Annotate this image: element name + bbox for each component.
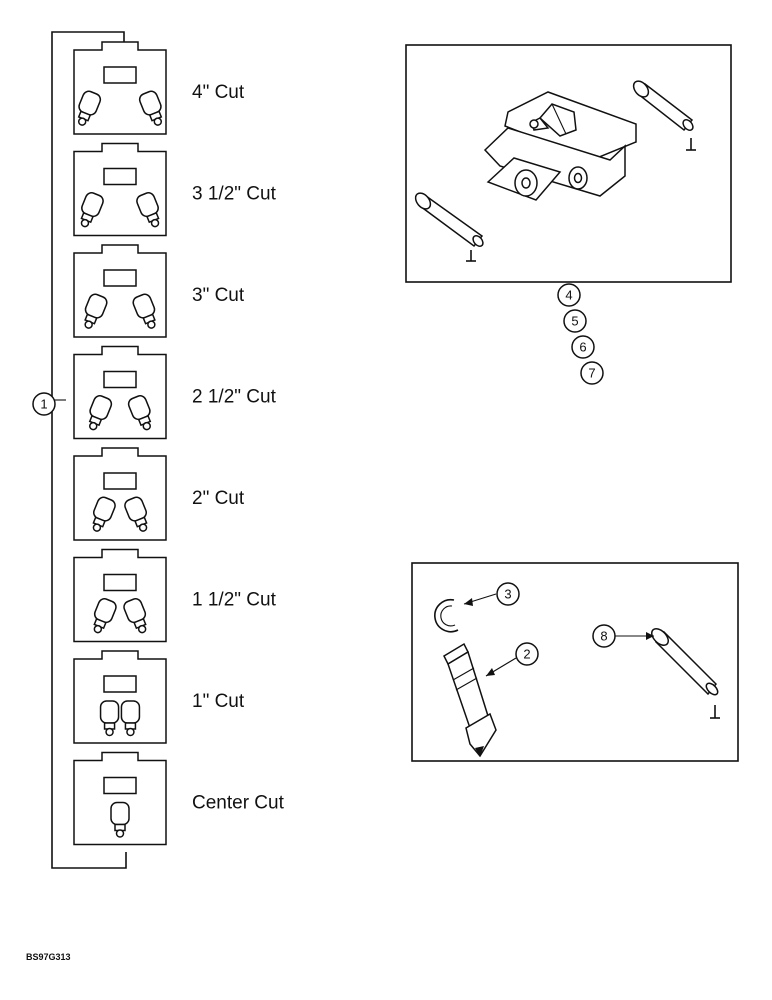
callout-5: 5 [563,309,587,333]
pick-icon [123,598,147,634]
cutter-block [73,751,167,846]
cut-label: 3" Cut [192,285,245,306]
block-slot [103,167,137,186]
cut-label: 2" Cut [192,488,245,509]
block-slot [103,269,137,287]
cut-label: Center Cut [192,793,285,814]
linkage-pin-lower [414,192,484,262]
cut-row: 4" Cut [73,41,245,135]
block-slot [103,472,137,490]
pick-icon [110,801,130,838]
callout-8: 8 [592,624,616,648]
linkage-pin-upper [632,80,696,151]
block-slot [103,370,137,389]
cut-row: 3 1/2" Cut [73,142,277,237]
callout-3: 3 [496,582,520,606]
cutter-block [73,345,167,440]
callout-number-4: 4 [565,288,572,303]
callout-number-6: 6 [579,340,586,355]
pick-icon [136,192,160,228]
callout-7: 7 [580,361,604,385]
pick-icon [132,293,156,329]
cut-label: 1 1/2" Cut [192,590,277,611]
hardware-detail: 3 2 8 [411,562,739,762]
callout-2: 2 [515,642,539,666]
pick-icon [138,90,163,126]
cut-row: 1" Cut [73,650,245,744]
cut-row: 2" Cut [73,447,245,541]
block-slot [103,66,137,84]
pick-icon [120,700,141,737]
linkage-callouts: 4 5 6 7 [557,283,604,385]
callout-number-7: 7 [588,366,595,381]
main-bracket [51,31,127,869]
callout-number-5: 5 [571,314,578,329]
pick-icon [92,496,116,532]
cut-row: 2 1/2" Cut [73,345,277,440]
cut-label: 1" Cut [192,691,245,712]
callout-6: 6 [571,335,595,359]
pick-icon [124,496,148,532]
pick-icon [88,395,113,431]
retainer-ring [434,598,459,633]
pick-tooth [443,642,497,758]
pick-icon [127,395,152,431]
cutter-block [73,650,167,744]
cut-label: 3 1/2" Cut [192,184,277,205]
pick-icon [80,192,104,228]
figure-code: BS97G313 [26,952,71,962]
cutter-block [73,548,167,643]
callout-number-1: 1 [40,397,47,412]
hitch-pin [651,628,720,719]
block-slot [103,573,137,592]
callout-1: 1 [32,392,56,416]
block-slot [103,776,137,795]
cut-row: Center Cut [73,751,285,846]
pick-icon [84,293,108,329]
pick-icon [99,700,120,737]
cut-settings-list: 4" Cut 3 1/2" Cut 3" Cut 2 1/2" Cut 2" Cut 1 … [73,41,285,846]
pick-icon [93,598,117,634]
callout-number-8: 8 [600,629,607,644]
linkage-detail [405,44,732,283]
cutter-block [73,447,167,541]
callout-4: 4 [557,283,581,307]
callout-number-2: 2 [523,647,530,662]
cut-label: 4" Cut [192,82,245,103]
block-slot [103,675,137,693]
callout-number-3: 3 [504,587,511,602]
cut-row: 1 1/2" Cut [73,548,277,643]
cut-row: 3" Cut [73,244,245,338]
hardware-detail-frame [411,562,739,762]
cutter-block-assembly [483,91,637,201]
cut-label: 2 1/2" Cut [192,387,277,408]
linkage-detail-frame [405,44,732,283]
pick-icon [77,90,102,126]
